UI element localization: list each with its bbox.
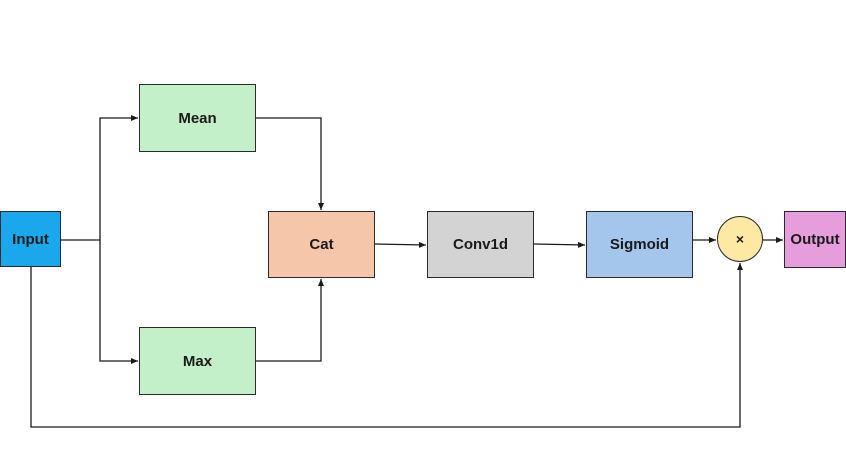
- multiply-icon: ×: [735, 231, 745, 247]
- output-node: Output: [784, 211, 846, 268]
- edge-cat-to-conv: [374, 241, 427, 248]
- mean-node: Mean: [139, 84, 256, 152]
- sigmoid-node: Sigmoid: [586, 211, 693, 278]
- max-node-label: Max: [182, 352, 213, 370]
- edge-input-to-max: [99, 240, 138, 364]
- input-node: Input: [0, 211, 61, 267]
- cat-node-label: Cat: [309, 236, 334, 253]
- edge-input-to-mean: [99, 115, 138, 240]
- multiply-node: ×: [717, 216, 763, 262]
- edge-conv-to-sigmoid: [533, 241, 586, 248]
- input-node-label: Input: [12, 230, 49, 248]
- output-node-label: Output: [790, 231, 840, 248]
- conv1d-node-label: Conv1d: [452, 236, 508, 253]
- edge-input-skip-to-multiply: [30, 263, 743, 428]
- edge-mean-to-cat: [256, 117, 324, 210]
- edge-max-to-cat: [256, 279, 324, 362]
- cat-node: Cat: [268, 211, 375, 278]
- conv1d-node: Conv1d: [427, 211, 534, 278]
- sigmoid-node-label: Sigmoid: [609, 236, 670, 253]
- max-node: Max: [139, 327, 256, 395]
- mean-node-label: Mean: [178, 109, 217, 127]
